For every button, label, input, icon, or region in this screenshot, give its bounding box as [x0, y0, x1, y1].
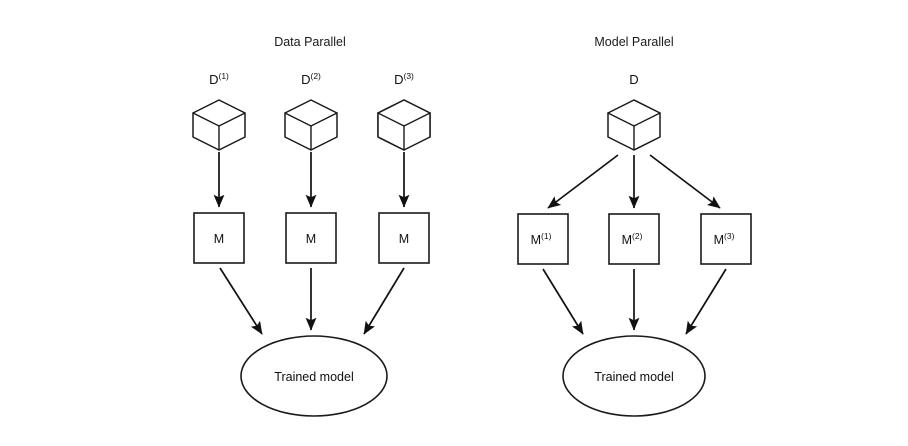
panel-data-parallel: Data Parallel D(1) D(2) D(3) — [192, 35, 431, 417]
panel-title-data-parallel: Data Parallel — [274, 35, 346, 49]
arrow-data-cube-to-model-1 — [547, 154, 619, 209]
arrow-model-1-to-trained-model-right — [542, 268, 584, 335]
data-node-label-1: D(1) — [209, 71, 229, 87]
model-box-right-1: M(1) — [517, 213, 569, 265]
data-cube-3 — [377, 99, 431, 151]
panel-model-parallel: Model Parallel D M(1) — [517, 35, 752, 417]
trained-model-ellipse-right: Trained model — [562, 335, 706, 417]
model-box-left-1: M — [193, 212, 245, 264]
arrow-model-3-to-trained-model-right — [685, 268, 727, 335]
data-cube-1 — [192, 99, 246, 151]
data-node-label-2: D(2) — [301, 71, 321, 87]
model-box-right-3: M(3) — [700, 213, 752, 265]
model-box-right-1-label: M(1) — [531, 231, 552, 247]
data-node-label-d: D — [629, 72, 638, 87]
data-node-label-3: D(3) — [394, 71, 414, 87]
arrow-data-cube-to-model-3 — [649, 154, 721, 209]
data-cube-2 — [284, 99, 338, 151]
arrow-model-1-to-trained-model-left — [219, 267, 263, 335]
model-box-right-3-label: M(3) — [714, 231, 735, 247]
model-box-left-3: M — [378, 212, 430, 264]
model-box-left-1-label: M — [214, 232, 224, 246]
trained-model-label-right: Trained model — [594, 370, 673, 384]
model-box-left-2: M — [285, 212, 337, 264]
data-cube-right — [607, 99, 661, 151]
model-box-right-2: M(2) — [608, 213, 660, 265]
arrow-model-3-to-trained-model-left — [363, 267, 405, 335]
panel-title-model-parallel: Model Parallel — [594, 35, 673, 49]
model-box-right-2-label: M(2) — [622, 231, 643, 247]
model-box-left-3-label: M — [399, 232, 409, 246]
trained-model-ellipse-left: Trained model — [240, 335, 388, 417]
trained-model-label-left: Trained model — [274, 370, 353, 384]
model-box-left-2-label: M — [306, 232, 316, 246]
